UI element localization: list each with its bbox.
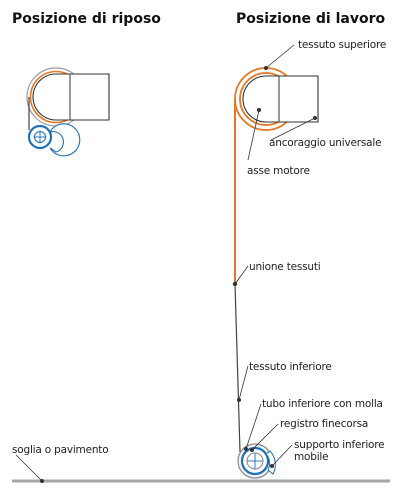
callout-soglia: soglia o pavimento xyxy=(12,444,109,483)
label-supporto-inferiore: supporto inferiore xyxy=(294,439,384,451)
label-unione-tessuti: unione tessuti xyxy=(249,261,321,273)
label-tubo-inferiore-con-molla: tubo inferiore con molla xyxy=(262,398,383,410)
rest-position-heading: Posizione di riposo xyxy=(12,11,161,27)
callout-tessuto-inferiore: tessuto inferiore xyxy=(237,361,332,402)
rest-lower-tube xyxy=(27,123,81,157)
label-asse-motore: asse motore xyxy=(247,165,310,177)
rest-roller-assembly xyxy=(26,67,110,157)
callout-supporto-inferiore: supporto inferiore mobile xyxy=(270,439,385,468)
label-soglia-o-pavimento: soglia o pavimento xyxy=(12,444,108,456)
callout-registro-finecorsa: registro finecorsa xyxy=(250,418,368,452)
work-position-heading: Posizione di lavoro xyxy=(236,11,386,27)
callout-ancoraggio-universale: ancoraggio universale xyxy=(269,116,382,149)
work-roller-assembly xyxy=(234,67,319,479)
work-bracket xyxy=(242,75,319,123)
label-tessuto-superiore: tessuto superiore xyxy=(298,39,386,51)
lower-fabric xyxy=(234,283,241,453)
label-supporto-mobile: mobile xyxy=(294,451,328,463)
label-ancoraggio-universale: ancoraggio universale xyxy=(269,137,381,149)
label-registro-finecorsa: registro finecorsa xyxy=(280,418,368,430)
callout-tubo-inferiore: tubo inferiore con molla xyxy=(244,398,383,451)
work-lower-tube xyxy=(237,443,276,479)
callout-tessuto-superiore: tessuto superiore xyxy=(264,39,386,70)
callout-unione-tessuti: unione tessuti xyxy=(232,261,321,287)
label-tessuto-inferiore: tessuto inferiore xyxy=(249,361,332,373)
rest-bracket xyxy=(32,73,110,121)
callout-asse-motore: asse motore xyxy=(247,108,310,177)
